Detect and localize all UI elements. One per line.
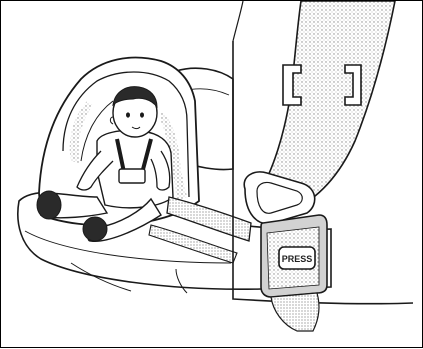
left-shoe xyxy=(37,191,61,219)
seat-belt-buckle: PRESS xyxy=(261,215,327,331)
press-button[interactable]: PRESS xyxy=(279,247,315,269)
right-shoe xyxy=(83,217,107,241)
harness-buckle xyxy=(119,169,145,183)
press-button-label: PRESS xyxy=(282,254,313,264)
